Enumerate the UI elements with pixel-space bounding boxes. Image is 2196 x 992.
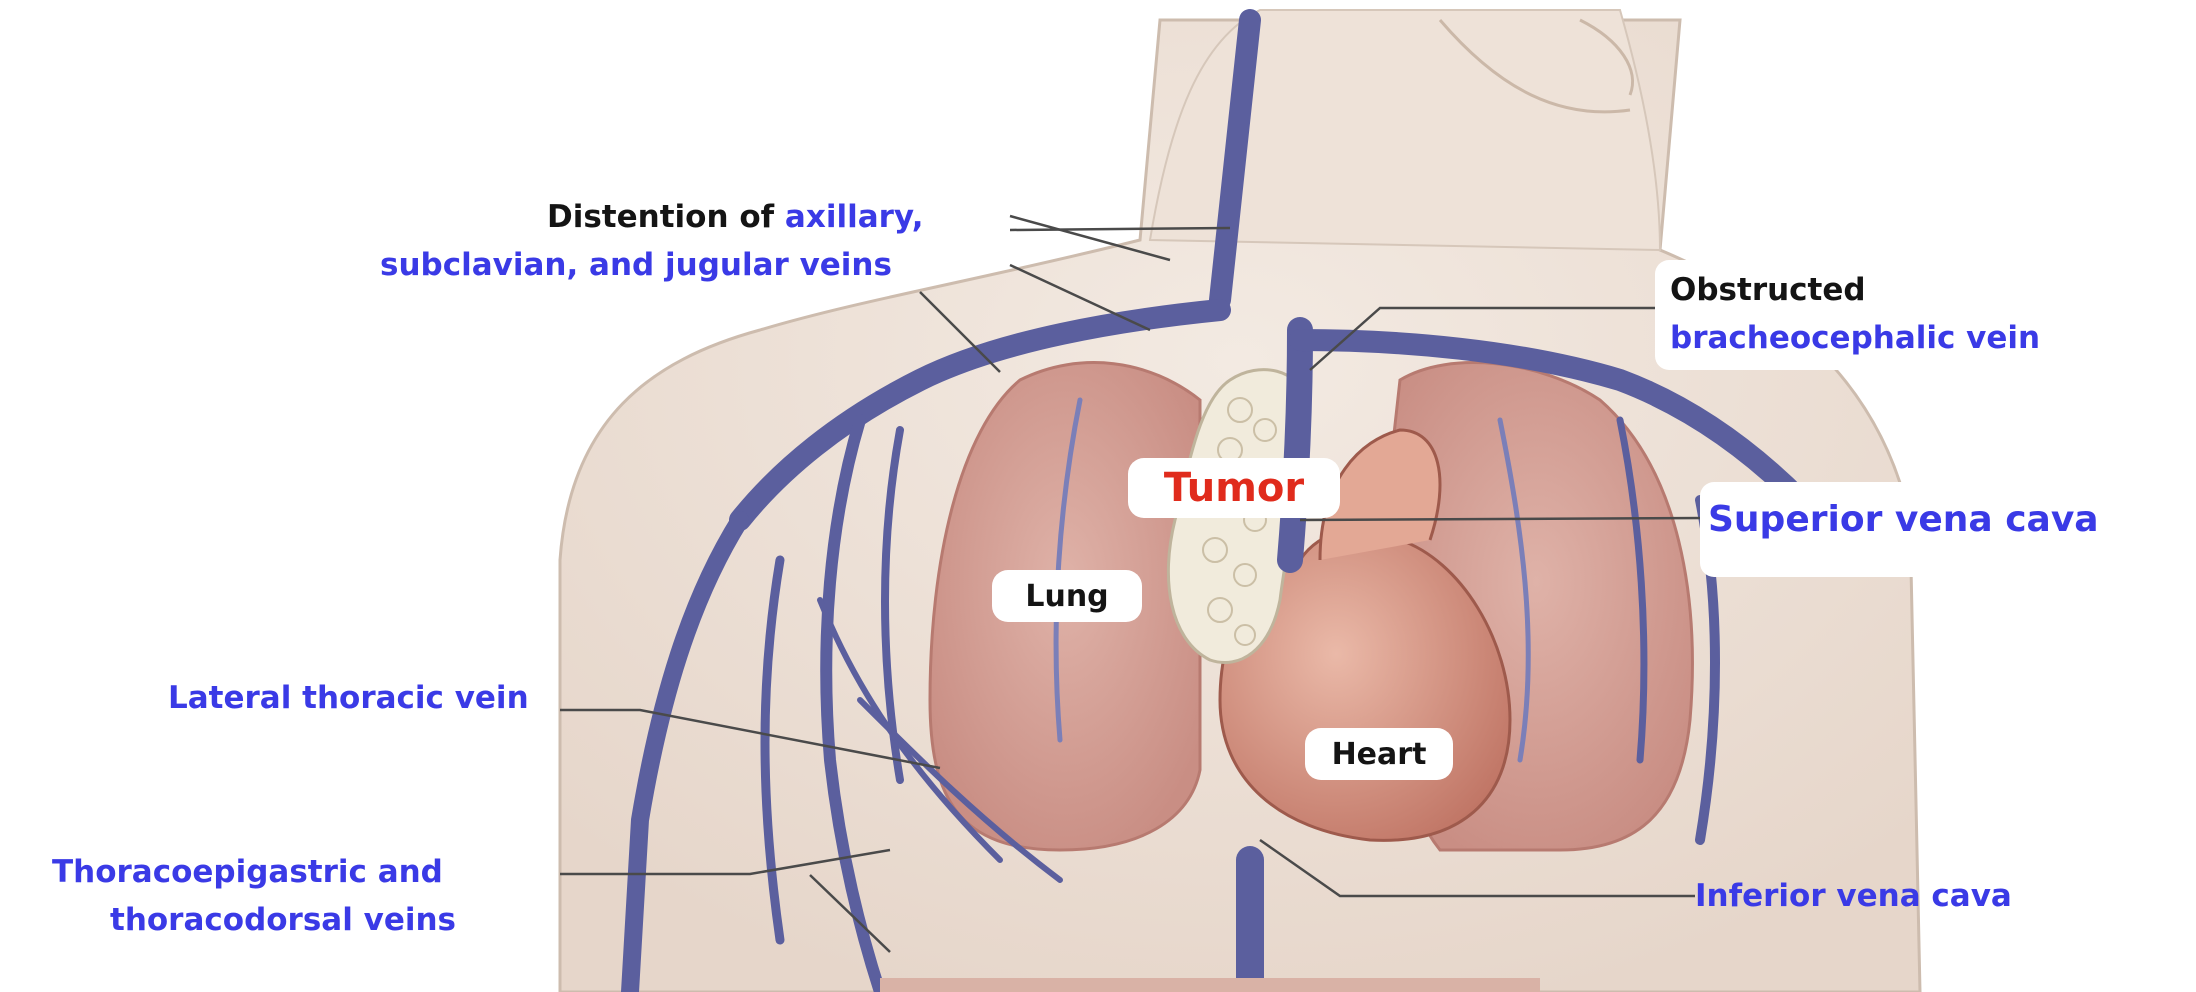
label-thoraco-line2: thoracodorsal veins — [110, 900, 456, 940]
label-superior-vena-cava: Superior vena cava — [1708, 500, 2099, 540]
label-heart: Heart — [1305, 728, 1453, 780]
label-obstructed-text: Obstructed — [1670, 272, 1866, 308]
label-bracheocephalic: bracheocephalic vein — [1670, 318, 2040, 358]
label-obstructed: Obstructed — [1670, 270, 1866, 310]
label-distention: Distention of axillary, — [547, 197, 923, 237]
label-inferior-vena-cava: Inferior vena cava — [1695, 876, 2012, 916]
label-thoraco-line1: Thoracoepigastric and — [52, 852, 443, 892]
bottom-edge-strip — [880, 978, 1540, 992]
label-tumor: Tumor — [1128, 458, 1340, 518]
label-distention-prefix: Distention of — [547, 199, 785, 235]
label-lung: Lung — [992, 570, 1142, 622]
superior-vena-cava-vessel — [1290, 330, 1300, 560]
label-lateral-thoracic: Lateral thoracic vein — [168, 678, 529, 718]
label-distention-line2: subclavian, and jugular veins — [380, 245, 892, 285]
label-distention-axillary: axillary, — [785, 199, 924, 235]
